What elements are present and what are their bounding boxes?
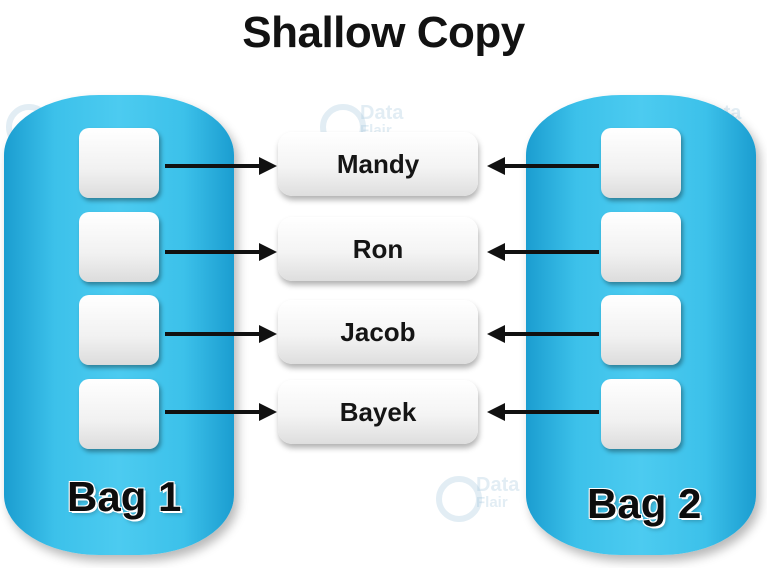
bag-2-reference-arrow — [487, 157, 599, 175]
bag-1-reference-arrow — [165, 325, 277, 343]
bag-2-reference-slot — [601, 212, 681, 282]
bag-1-reference-arrow — [165, 403, 277, 421]
arrowhead-icon — [259, 325, 277, 343]
shared-object-box: Bayek — [278, 380, 478, 444]
arrowhead-icon — [259, 403, 277, 421]
bag-1-reference-arrow — [165, 243, 277, 261]
bag-2-reference-arrow — [487, 243, 599, 261]
bag-1-label: Bag 1 — [67, 473, 182, 520]
bag-1-container: Bag 1 — [4, 95, 234, 555]
bag-2-reference-arrow — [487, 403, 599, 421]
arrowhead-icon — [259, 243, 277, 261]
arrowhead-icon — [259, 157, 277, 175]
diagram-title: Shallow Copy — [242, 8, 525, 57]
watermark-disc-icon — [436, 476, 482, 522]
bag-2-reference-slot — [601, 295, 681, 365]
arrowhead-icon — [487, 325, 505, 343]
arrowhead-icon — [487, 157, 505, 175]
bag-2-reference-arrow — [487, 325, 599, 343]
bag-2-reference-slot — [601, 379, 681, 449]
shared-object-box: Mandy — [278, 132, 478, 196]
arrowhead-icon — [487, 403, 505, 421]
bag-1-reference-arrow — [165, 157, 277, 175]
bag-2-label: Bag 2 — [587, 480, 702, 527]
shared-object-box: Jacob — [278, 300, 478, 364]
bag-1-reference-slot — [79, 379, 159, 449]
bag-1-reference-slot — [79, 212, 159, 282]
bag-2-reference-slot — [601, 128, 681, 198]
shared-object-box: Ron — [278, 217, 478, 281]
arrowhead-icon — [487, 243, 505, 261]
bag-1-reference-slot — [79, 128, 159, 198]
bag-2-container: Bag 2 — [526, 95, 756, 555]
watermark-logo: Data Flair — [436, 475, 519, 522]
bag-1-reference-slot — [79, 295, 159, 365]
